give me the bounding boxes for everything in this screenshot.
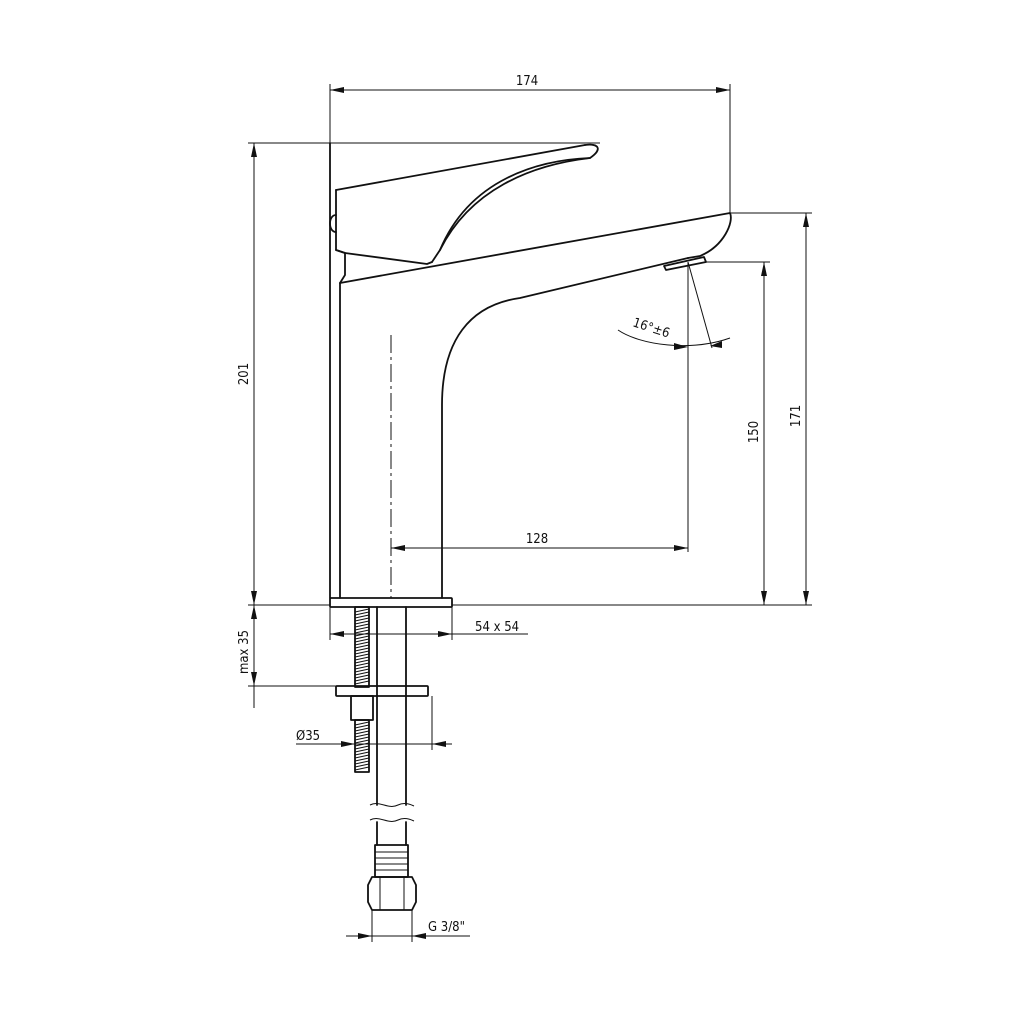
thread-line [354,665,370,670]
thread-line [354,727,370,732]
thread-line [354,614,370,619]
thread-line [354,641,370,646]
thread-line [354,671,370,676]
label-connection-g38: G 3/8" [428,920,465,935]
label-spray-angle: 16°±6 [631,316,672,342]
mounting-assembly [335,606,429,911]
dimension-lines [248,84,812,942]
thread-line [354,650,370,655]
dimension-labels: 174 201 171 150 128 54 x 54 max 35 Ø35 G… [237,74,804,935]
thread-line [354,674,370,679]
thread-line [354,730,370,735]
thread-line [354,623,370,628]
thread-line [354,656,370,661]
thread-line [354,626,370,631]
thread-line [354,724,370,729]
thread-line [354,766,370,771]
thread-line [354,748,370,753]
label-hole-diameter: Ø35 [296,729,320,744]
thread-line [354,617,370,622]
thread-line [354,736,370,741]
thread-line [354,763,370,768]
label-reach-128: 128 [526,532,548,547]
label-outlet-height-171: 171 [789,405,804,427]
label-width-174: 174 [516,74,538,89]
thread-line [354,721,370,726]
base-flange [329,597,453,608]
thread-line [354,644,370,649]
thread-line [354,662,370,667]
label-height-201: 201 [237,363,252,385]
label-aerator-height-150: 150 [747,421,762,443]
thread-line [354,629,370,634]
thread-line [354,733,370,738]
faucet-body [329,142,732,599]
thread-line [354,751,370,756]
thread-line [354,680,370,685]
thread-line [354,611,370,616]
label-max-35: max 35 [237,630,252,674]
thread-line [354,638,370,643]
lever-handle [329,143,599,284]
thread-line [354,757,370,762]
thread-line [354,754,370,759]
thread-line [354,635,370,640]
thread-line [354,659,370,664]
thread-line [354,739,370,744]
thread-line [354,677,370,682]
thread-line [354,760,370,765]
thread-line [354,620,370,625]
thread-line [354,745,370,750]
thread-line [354,647,370,652]
thread-line [354,668,370,673]
thread-line [354,608,370,613]
label-base-54x54: 54 x 54 [475,620,519,635]
thread-line [354,653,370,658]
